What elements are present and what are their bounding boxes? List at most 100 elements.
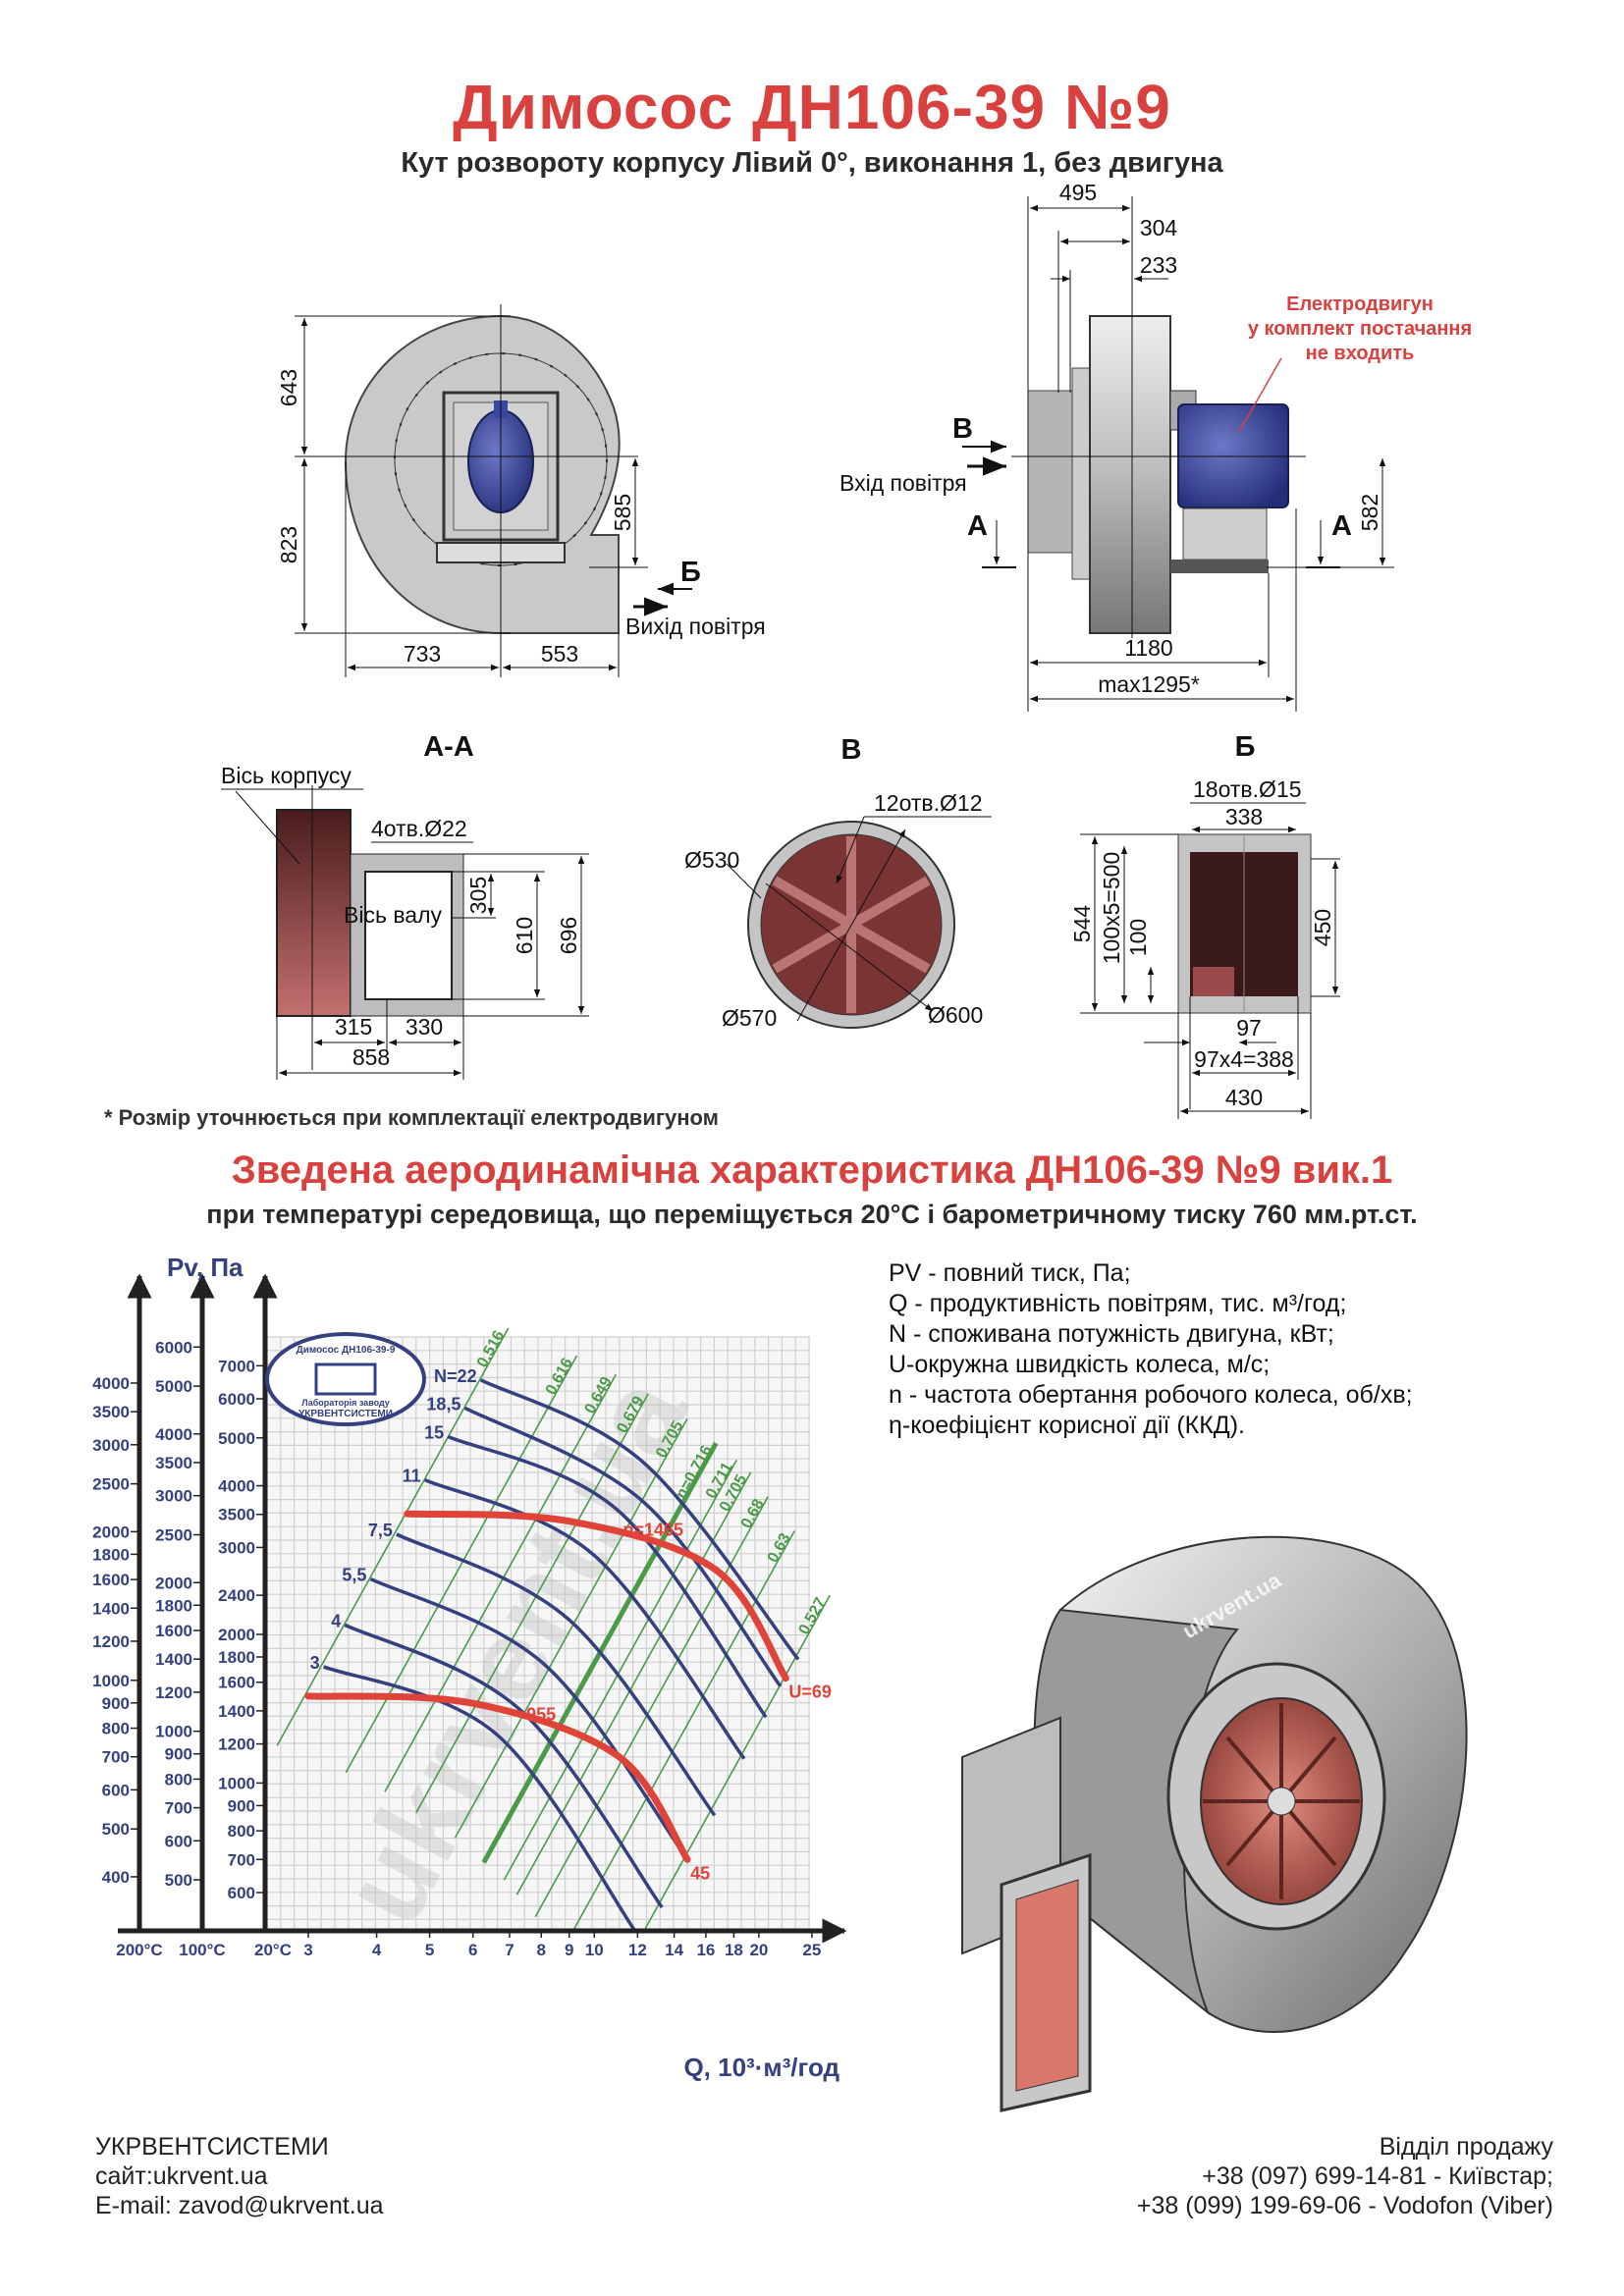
view-v-title: В <box>841 734 862 766</box>
speed-curve-label: 955 <box>526 1704 556 1724</box>
footnote: * Розмір уточнюється при комплектації ел… <box>104 1105 719 1130</box>
x-tick-label: 25 <box>802 1941 821 1959</box>
power-curve <box>396 1532 717 1817</box>
chart-legend: PV - повний тиск, Па; Q - продуктивність… <box>889 1258 1413 1441</box>
stamp-line2: Лабораторія заводу <box>301 1398 390 1408</box>
chart-subheading: при температурі середовища, що переміщує… <box>206 1200 1418 1229</box>
y-tick-label: 5000 <box>155 1377 192 1396</box>
y-tick-label: 5000 <box>218 1429 255 1448</box>
dim-97: 97 <box>1236 1015 1262 1041</box>
efficiency-line <box>644 1594 831 1931</box>
dim-696: 696 <box>556 917 581 954</box>
company-site[interactable]: сайт:ukrvent.ua <box>95 2163 268 2190</box>
y-tick-label: 900 <box>102 1694 130 1713</box>
dim-304: 304 <box>1140 215 1178 240</box>
y-tick-label: 6000 <box>155 1338 192 1357</box>
y-tick-label: 4000 <box>218 1477 255 1496</box>
dim-585: 585 <box>610 494 635 531</box>
housing-axis-label: Вісь корпусу <box>221 763 352 788</box>
y-tick-label: 500 <box>165 1871 192 1890</box>
company-email[interactable]: E-mail: zavod@ukrvent.ua <box>95 2192 384 2219</box>
y-tick-label: 600 <box>228 1884 255 1902</box>
y-tick-label: 2500 <box>155 1526 192 1545</box>
x-tick-label: 3 <box>303 1941 312 1959</box>
y-tick-label: 600 <box>165 1832 192 1850</box>
power-curve <box>423 1478 746 1760</box>
fan-3d-illustration: ukrvent.ua <box>961 1535 1468 2112</box>
power-curve <box>479 1378 800 1661</box>
x-tick-label: 18 <box>725 1941 743 1959</box>
inlet-marker: В <box>952 413 973 445</box>
power-curve-label: 3 <box>310 1653 320 1673</box>
y-tick-label: 1600 <box>155 1622 192 1640</box>
y-tick-label: 700 <box>102 1748 130 1767</box>
dim-100: 100 <box>1125 919 1151 956</box>
efficiency-line <box>503 1459 737 1881</box>
dim-100x5: 100х5=500 <box>1099 852 1124 964</box>
sales-phone-2[interactable]: +38 (099) 199-69-06 - Vodofon (Viber) <box>1136 2192 1553 2219</box>
x-tick-label: 16 <box>696 1941 715 1959</box>
stamp-line3: УКРВЕНТСИСТЕМИ <box>298 1409 393 1419</box>
outlet-marker: Б <box>680 557 701 588</box>
stamp-line1: Димосос ДН106-39-9 <box>297 1345 396 1356</box>
dim-97x4: 97х4=388 <box>1194 1046 1294 1072</box>
y-tick-label: 1600 <box>92 1571 130 1589</box>
power-curve-label: 15 <box>424 1423 444 1443</box>
x-tick-label: 10 <box>585 1941 604 1959</box>
dim-610: 610 <box>512 917 537 954</box>
x-axis-title: Q, 10³·м³/год <box>683 2053 839 2082</box>
view-b-title: Б <box>1235 731 1256 763</box>
page-title: Димосос ДН106-39 №9 <box>453 72 1171 142</box>
dim-max1295: max1295* <box>1098 671 1200 697</box>
y-tick-label: 900 <box>165 1745 192 1764</box>
y-tick-label: 2000 <box>218 1626 255 1644</box>
y-tick-label: 800 <box>228 1822 255 1841</box>
y-tick-label: 3000 <box>92 1436 130 1455</box>
lab-stamp: Димосос ДН106-39-9 Лабораторія заводу УК… <box>265 1332 426 1426</box>
company-name: УКРВЕНТСИСТЕМИ <box>95 2133 329 2161</box>
efficiency-line <box>384 1373 617 1792</box>
motor-note-line2: у комплект постачання <box>1248 318 1472 340</box>
x-tick-label: 7 <box>505 1941 514 1959</box>
y-tick-label: 1800 <box>218 1648 255 1667</box>
chart-heading: Зведена аеродинамічна характеристика ДН1… <box>231 1148 1393 1192</box>
power-curve <box>369 1576 689 1861</box>
temperature-axis-label: 100°С <box>179 1941 225 1959</box>
speed-curve <box>304 1692 691 1863</box>
diameter-570: Ø570 <box>722 1005 777 1031</box>
sales-phone-1[interactable]: +38 (097) 699-14-81 - Київстар; <box>1202 2163 1553 2190</box>
x-tick-label: 6 <box>468 1941 477 1959</box>
x-tick-label: 12 <box>628 1941 647 1959</box>
dim-733: 733 <box>404 641 441 667</box>
y-tick-label: 800 <box>165 1770 192 1789</box>
technical-drawings: 643 823 585 733 553 Б Вихід повітря <box>221 180 1472 1119</box>
page-subtitle: Кут розвороту корпусу Лівий 0°, виконанн… <box>401 147 1223 179</box>
speed-curve-label: n=1465 <box>623 1521 684 1540</box>
y-tick-label: 1600 <box>218 1674 255 1692</box>
dim-330: 330 <box>406 1014 443 1040</box>
speed-end-label: U=69 <box>788 1682 832 1702</box>
motor-note-line3: не входить <box>1306 343 1415 364</box>
y-tick-label: 500 <box>102 1820 130 1839</box>
diameter-600: Ø600 <box>928 1002 983 1028</box>
dim-1180: 1180 <box>1124 635 1172 661</box>
footer-sales: Відділ продажу +38 (097) 699-14-81 - Киї… <box>1137 2132 1553 2220</box>
sales-title: Відділ продажу <box>1379 2133 1553 2161</box>
diameter-530: Ø530 <box>684 847 739 873</box>
dim-544: 544 <box>1069 905 1095 943</box>
y-tick-label: 900 <box>228 1796 255 1815</box>
y-tick-label: 3500 <box>155 1454 192 1472</box>
power-curve-label: 7,5 <box>368 1521 393 1540</box>
y-tick-label: 1200 <box>218 1735 255 1754</box>
x-tick-label: 14 <box>665 1941 683 1959</box>
y-tick-label: 7000 <box>218 1357 255 1375</box>
dim-305: 305 <box>465 877 491 914</box>
y-axis-title: Pv, Па <box>167 1253 244 1282</box>
holes-v: 12отв.Ø12 <box>874 790 983 816</box>
inlet-label: Вхід повітря <box>839 470 967 496</box>
dim-315: 315 <box>335 1014 372 1040</box>
legend-item: Q - продуктивність повітрям, тис. м³/год… <box>889 1290 1347 1317</box>
power-curve-label: 4 <box>331 1611 341 1630</box>
